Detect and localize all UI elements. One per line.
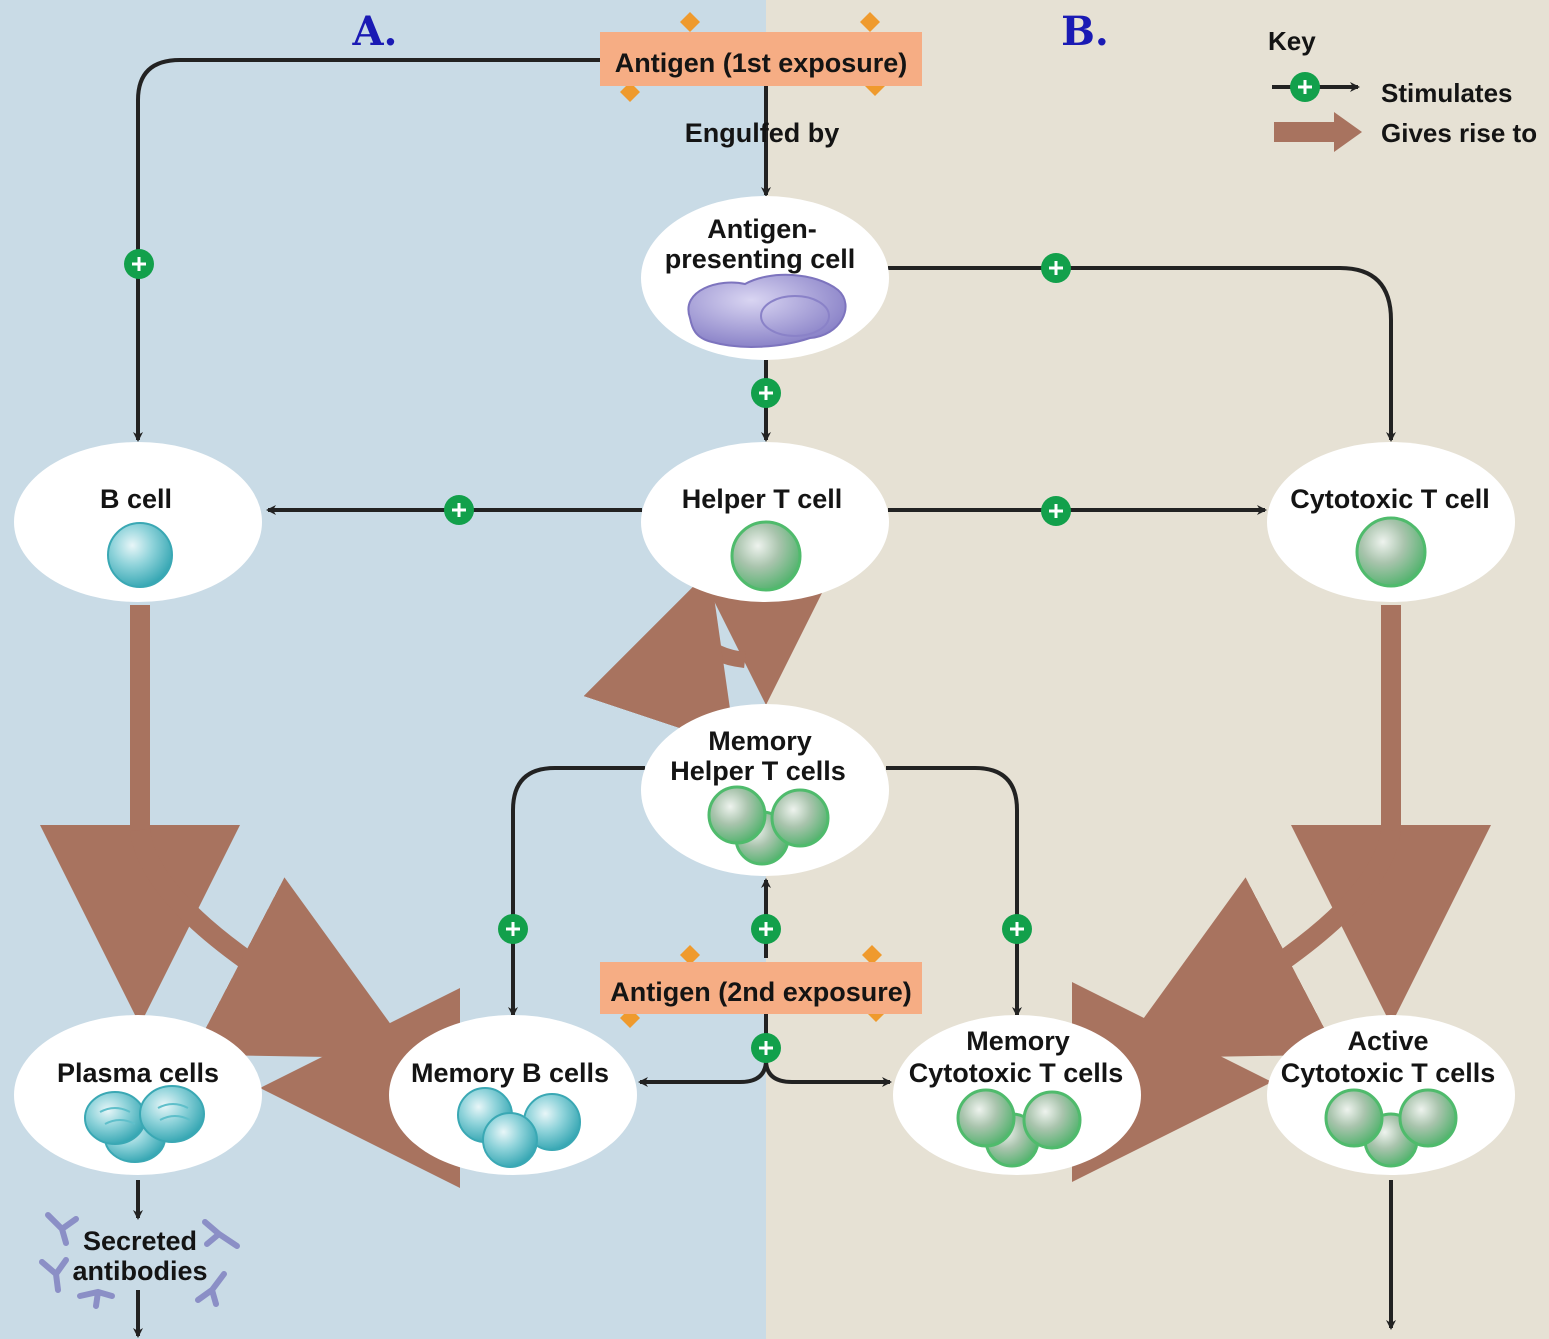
key-title: Key — [1268, 26, 1316, 56]
plasma-cells-node: Plasma cells — [14, 1015, 262, 1175]
apc-label-line2: presenting cell — [665, 244, 856, 274]
plasma-label: Plasma cells — [57, 1058, 219, 1088]
helper-t-cell-node: Helper T cell — [641, 442, 889, 602]
memory-b-cells-icon — [482, 1112, 538, 1168]
antigen-to-bcell-arrow — [133, 58, 600, 442]
cytotoxic-t-cell-node: Cytotoxic T cell — [1267, 442, 1515, 602]
antigen-second-exposure: Antigen (2nd exposure) — [600, 945, 922, 1028]
key-stimulates-label: Stimulates — [1381, 78, 1513, 108]
antigen2-to-memory-cytotoxic-arrow — [764, 1059, 892, 1087]
plus-badge-icon — [444, 495, 474, 525]
gives-rise-arrows — [40, 505, 1491, 1188]
plus-badge-icon — [1041, 253, 1071, 283]
panel-b-label: B. — [1061, 8, 1109, 55]
apc-cell-icon — [687, 273, 847, 348]
active-cytotoxic-t-cells-node: Active Cytotoxic T cells — [1267, 1015, 1515, 1175]
cytotoxic-t-cell-icon — [1355, 516, 1427, 588]
b-cell-label: B cell — [100, 484, 172, 514]
apc-to-cytotoxic-arrow — [888, 266, 1396, 442]
plus-badge-icon — [498, 914, 528, 944]
active-cytotoxic-label-line2: Cytotoxic T cells — [1281, 1058, 1496, 1088]
antigen-second-label: Antigen (2nd exposure) — [610, 977, 912, 1007]
plus-badge-icon — [124, 249, 154, 279]
memory-helper-to-memory-b-arrow — [508, 766, 645, 1017]
memory-b-label: Memory B cells — [411, 1058, 609, 1088]
memory-cytotoxic-cells-icon — [1022, 1090, 1082, 1150]
engulfed-by-label: Engulfed by — [685, 118, 840, 148]
plus-badge-icon — [751, 378, 781, 408]
antigen-first-label: Antigen (1st exposure) — [615, 48, 908, 78]
antibody-icons — [39, 1212, 240, 1309]
antibodies-label-line1: Secreted — [83, 1226, 197, 1256]
plus-badges — [124, 249, 1071, 1063]
plus-badge-icon — [751, 914, 781, 944]
helper-t-label: Helper T cell — [682, 484, 843, 514]
key-legend: Key Stimulates Gives rise to — [1268, 26, 1537, 152]
active-cytotoxic-label-line1: Active — [1347, 1026, 1428, 1056]
antigen-presenting-cell-node: Antigen- presenting cell — [641, 196, 889, 360]
memory-helper-cells-icon — [770, 788, 830, 848]
panel-a-label: A. — [352, 8, 398, 55]
memory-helper-to-memory-cytotoxic-arrow — [886, 766, 1022, 1017]
key-gives-rise-label: Gives rise to — [1381, 118, 1537, 148]
plus-badge-icon — [1002, 914, 1032, 944]
plus-badge-icon — [751, 1033, 781, 1063]
memory-helper-label-line1: Memory — [708, 726, 812, 756]
cytotoxic-t-label: Cytotoxic T cell — [1290, 484, 1490, 514]
helper-self-renew-arrow — [583, 569, 747, 747]
memory-helper-t-cells-node: Memory Helper T cells — [641, 704, 889, 876]
active-cytotoxic-cells-icon — [1398, 1088, 1458, 1148]
b-cell-node: B cell — [14, 442, 262, 602]
memory-b-cells-node: Memory B cells — [389, 1015, 637, 1175]
helper-t-cell-icon — [730, 520, 802, 592]
memory-cytotoxic-label-line2: Cytotoxic T cells — [909, 1058, 1124, 1088]
key-plus-badge-icon — [1290, 72, 1320, 102]
b-cell-icon — [107, 522, 173, 588]
secreted-antibodies: Secreted antibodies — [39, 1212, 240, 1309]
antigen-first-exposure: Antigen (1st exposure) — [600, 12, 922, 102]
memory-helper-label-line2: Helper T cells — [670, 756, 846, 786]
memory-cytotoxic-t-cells-node: Memory Cytotoxic T cells — [893, 1015, 1141, 1175]
plus-badge-icon — [1041, 496, 1071, 526]
plasma-cells-icon — [139, 1085, 205, 1143]
antibodies-label-line2: antibodies — [72, 1256, 207, 1286]
memory-cytotoxic-label-line1: Memory — [966, 1026, 1070, 1056]
apc-label-line1: Antigen- — [707, 214, 816, 244]
